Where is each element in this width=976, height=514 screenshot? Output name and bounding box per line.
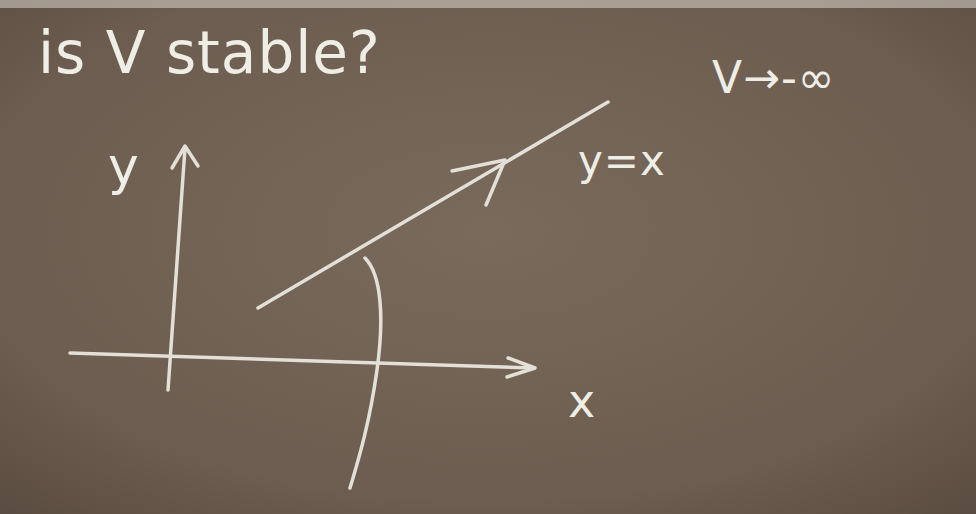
limit-note: V→-∞ bbox=[712, 56, 836, 100]
x-axis bbox=[70, 353, 534, 368]
direction-arrowhead bbox=[452, 160, 505, 205]
y-axis bbox=[168, 148, 185, 390]
line-y-equals-x bbox=[258, 102, 608, 308]
y-axis-arrowhead bbox=[172, 146, 198, 168]
curve bbox=[350, 258, 381, 488]
x-axis-arrowhead bbox=[507, 358, 535, 377]
board-top-edge bbox=[0, 0, 976, 8]
axis-label: y bbox=[108, 140, 140, 192]
axis-label: x bbox=[568, 378, 596, 424]
title-question: is V stable? bbox=[38, 24, 381, 82]
line-label: y=x bbox=[578, 140, 666, 182]
